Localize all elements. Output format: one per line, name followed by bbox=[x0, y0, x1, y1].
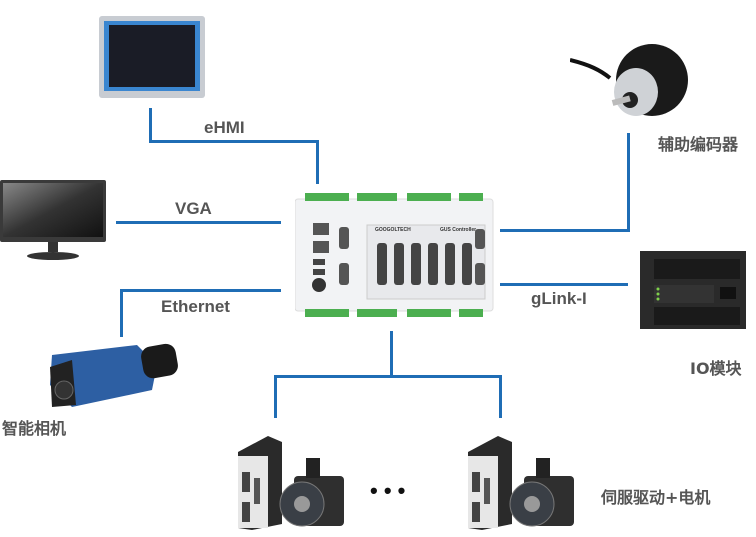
controller-icon bbox=[294, 193, 494, 317]
ethernet-link-line bbox=[120, 289, 281, 292]
hmi-panel-image bbox=[99, 16, 205, 98]
gus-controller-image bbox=[294, 193, 495, 317]
smart-camera-icon bbox=[50, 343, 178, 407]
ehmi-link-line bbox=[149, 108, 152, 142]
servo-bus-line bbox=[390, 331, 393, 377]
servo-drive-motor-image-1 bbox=[234, 432, 354, 532]
encoder-image bbox=[569, 40, 690, 122]
encoder-link-line bbox=[500, 229, 630, 232]
vga-label: VGA bbox=[175, 199, 212, 218]
ethernet-label: Ethernet bbox=[161, 297, 230, 316]
servo-label: 伺服驱动+电机 bbox=[601, 488, 711, 507]
servo-drive-motor-image-2 bbox=[464, 432, 584, 532]
controller-brand: GOOGOLTECH bbox=[375, 227, 411, 233]
io-module-icon bbox=[640, 251, 746, 329]
smart-camera-label: 智能相机 bbox=[2, 419, 67, 438]
servo-bus-line bbox=[274, 375, 277, 418]
servo-bus-line bbox=[274, 375, 502, 378]
servo-ellipsis: • • • bbox=[370, 478, 406, 503]
ehmi-link-line bbox=[149, 140, 319, 143]
io-module-label: IO模块 bbox=[690, 359, 742, 378]
vga-link-line bbox=[116, 221, 281, 224]
smart-camera-image bbox=[42, 335, 184, 411]
servo-icon bbox=[468, 436, 574, 530]
io-module-image bbox=[640, 245, 748, 331]
glink-link-line bbox=[500, 283, 628, 286]
monitor-image bbox=[0, 180, 108, 262]
controller-model: GUS Controller bbox=[440, 227, 477, 233]
ehmi-label: eHMI bbox=[204, 118, 245, 137]
servo-bus-line bbox=[499, 375, 502, 418]
encoder-icon bbox=[569, 44, 688, 116]
hmi-panel-icon bbox=[99, 16, 205, 98]
ehmi-link-line bbox=[316, 140, 319, 184]
monitor-icon bbox=[0, 180, 106, 260]
ethernet-link-line bbox=[120, 289, 123, 337]
servo-icon bbox=[238, 436, 344, 530]
encoder-link-line bbox=[627, 133, 630, 232]
encoder-label: 辅助编码器 bbox=[658, 135, 739, 154]
glink-label: gLink-I bbox=[531, 289, 587, 308]
